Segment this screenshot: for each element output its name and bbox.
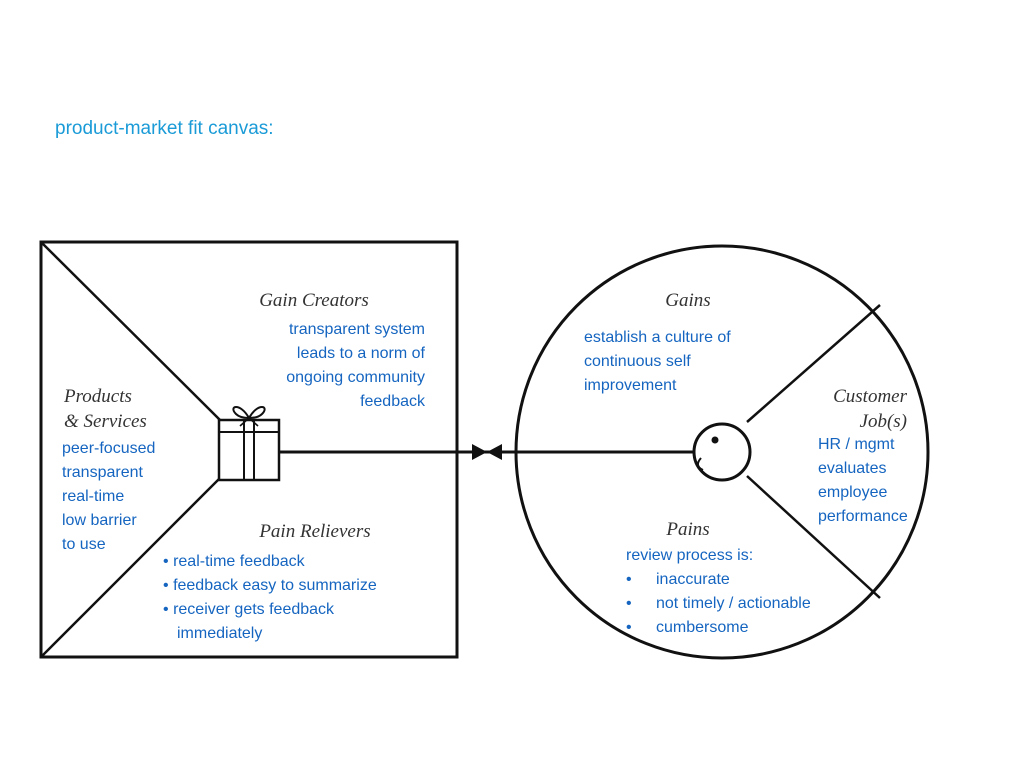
pain-item: •inaccurate <box>626 568 811 592</box>
pain-item: •not timely / actionable <box>626 592 811 616</box>
customer-profile-circle <box>514 244 930 660</box>
circle-divider-top <box>746 304 881 423</box>
gain-creators-line: transparent system <box>288 321 425 338</box>
products-line: low barrier <box>62 512 137 529</box>
pain-reliever-item: • feedback easy to summarize <box>163 577 377 594</box>
bullet: • <box>626 595 632 612</box>
customer-jobs-text: HR / mgmt evaluates employee performance <box>818 433 908 529</box>
page-title: product-market fit canvas: <box>55 118 274 139</box>
pain-reliever-item: • real-time feedback <box>163 553 305 570</box>
bullet: • <box>626 571 632 588</box>
bullet: • <box>163 601 169 618</box>
customer-jobs-line: HR / mgmt <box>818 436 895 453</box>
pains-heading: Pains <box>665 519 709 540</box>
products-services-text: peer-focused transparent real-time low b… <box>62 437 155 557</box>
customer-jobs-line: performance <box>818 508 908 525</box>
arrow-right-icon <box>472 444 487 460</box>
circle-divider-bottom <box>746 475 881 599</box>
gains-heading: Gains <box>665 290 710 311</box>
customer-jobs-line: employee <box>818 484 888 501</box>
bullet: • <box>626 619 632 636</box>
pain-relievers-text: • real-time feedback • feedback easy to … <box>163 550 377 646</box>
bullet: • <box>163 553 169 570</box>
arrow-left-icon <box>487 444 502 460</box>
pain-reliever-item: • receiver gets feedback <box>163 601 335 618</box>
customer-jobs-line: evaluates <box>818 460 887 477</box>
gains-line: improvement <box>584 377 677 394</box>
pains-intro: review process is: <box>626 547 754 564</box>
gains-line: establish a culture of <box>584 329 731 346</box>
customer-jobs-heading-line1: Customer <box>833 386 908 407</box>
pain-relievers-heading: Pain Relievers <box>258 521 370 542</box>
gain-creators-line: leads to a norm of <box>296 345 425 362</box>
value-map-divider-top <box>40 241 221 421</box>
pain-item: •cumbersome <box>626 616 811 640</box>
gain-creators-text: transparent system leads to a norm of on… <box>220 318 425 414</box>
bullet: • <box>163 577 169 594</box>
pain-reliever-continuation: immediately <box>177 625 263 642</box>
pains-text: review process is: •inaccurate •not time… <box>626 544 811 640</box>
customer-jobs-heading-line2: Job(s) <box>860 411 907 432</box>
gain-creators-line: feedback <box>360 393 425 410</box>
gift-icon <box>217 406 281 482</box>
gain-creators-line: ongoing community <box>286 369 425 386</box>
products-heading-line2: & Services <box>64 411 147 432</box>
products-line: to use <box>62 536 106 553</box>
products-line: peer-focused <box>62 440 156 457</box>
gain-creators-heading: Gain Creators <box>259 290 369 311</box>
face-icon <box>692 422 752 482</box>
value-map-square <box>39 240 459 659</box>
value-map-divider-bottom <box>40 477 221 658</box>
gains-text: establish a culture of continuous self i… <box>584 326 731 398</box>
products-line: transparent <box>62 464 143 481</box>
products-line: real-time <box>62 488 125 505</box>
products-heading-line1: Products <box>63 386 132 407</box>
gains-line: continuous self <box>584 353 691 370</box>
